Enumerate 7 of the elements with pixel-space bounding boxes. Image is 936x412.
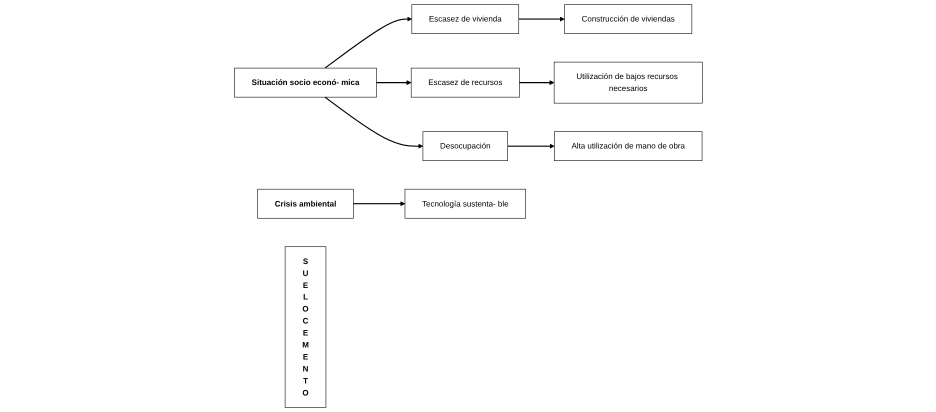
arrow: [376, 80, 411, 86]
arrow: [324, 16, 412, 69]
arrow: [324, 96, 423, 149]
arrow: [519, 80, 554, 86]
arrow: [518, 16, 564, 22]
arrow: [353, 201, 405, 206]
arrow: [507, 144, 554, 149]
